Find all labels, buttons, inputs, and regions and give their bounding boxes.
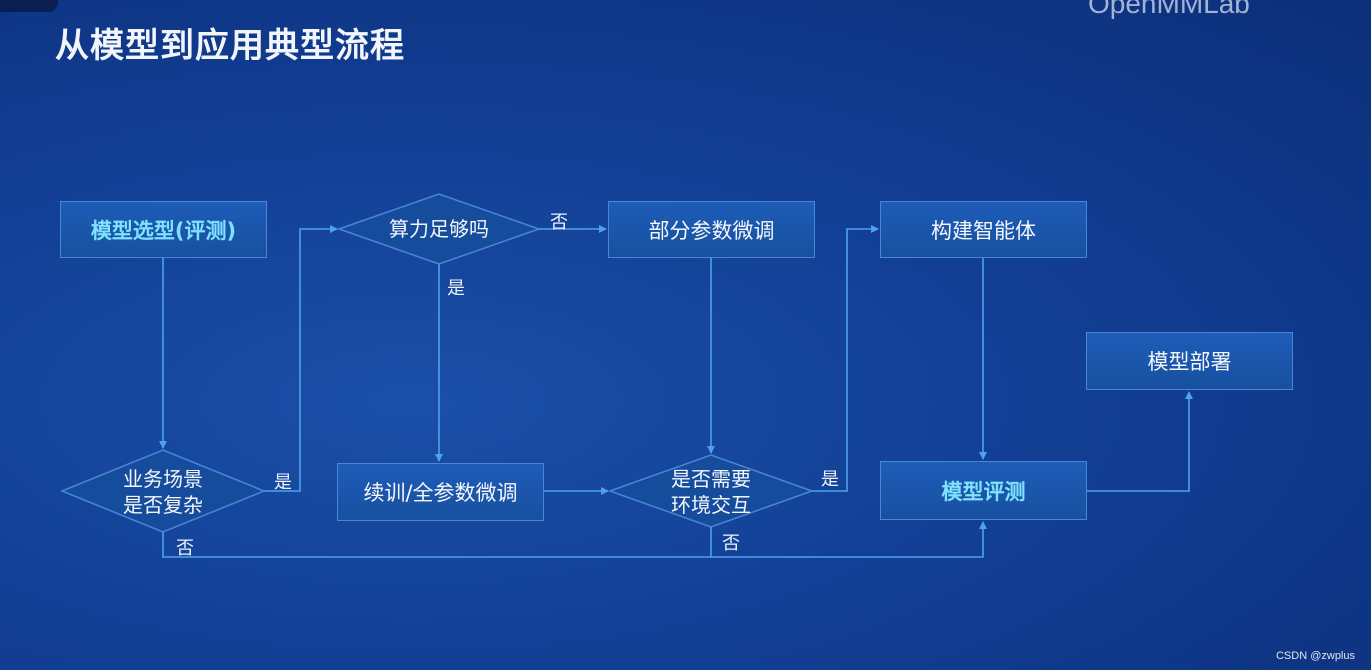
node-model-deploy: 模型部署 xyxy=(1086,332,1293,390)
diamond-business-line1: 业务场景 xyxy=(123,467,203,491)
diamond-business-line2: 是否复杂 xyxy=(123,493,203,517)
diamond-compute-label: 算力足够吗 xyxy=(359,214,519,244)
node-model-eval-label: 模型评测 xyxy=(941,479,1026,504)
node-model-eval: 模型评测 xyxy=(880,461,1087,520)
node-continue-train-label: 续训/全参数微调 xyxy=(363,481,518,505)
node-partial-finetune: 部分参数微调 xyxy=(608,201,815,258)
watermark: CSDN @zwplus xyxy=(1275,650,1355,662)
node-model-deploy-label: 模型部署 xyxy=(1147,350,1232,374)
node-build-agent-label: 构建智能体 xyxy=(931,218,1036,243)
node-continue-train: 续训/全参数微调 xyxy=(337,463,544,521)
diamond-env-label: 是否需要 环境交互 xyxy=(636,465,786,519)
brand-logo-text: OpenMMLab xyxy=(1088,0,1250,19)
edge-label-env-no: 否 xyxy=(722,533,740,554)
node-model-selection: 模型选型(评测) xyxy=(60,201,267,258)
node-partial-finetune-label: 部分参数微调 xyxy=(648,218,775,243)
arrow-eval-to-deploy xyxy=(1087,391,1193,492)
page-title: 从模型到应用典型流程 xyxy=(55,26,405,66)
node-model-selection-label: 模型选型(评测) xyxy=(90,218,237,243)
edge-label-compute-no: 否 xyxy=(550,212,568,233)
diamond-compute-text: 算力足够吗 xyxy=(389,217,489,241)
node-build-agent: 构建智能体 xyxy=(880,201,1087,258)
edge-label-business-yes: 是 xyxy=(274,472,292,493)
arrow-business-yes xyxy=(264,225,338,492)
diamond-business-label: 业务场景 是否复杂 xyxy=(88,465,238,519)
corner-tab xyxy=(0,0,58,12)
arrow-business-no xyxy=(162,521,987,558)
edge-label-env-yes: 是 xyxy=(821,469,839,490)
arrow-env-yes xyxy=(812,225,879,492)
edge-label-compute-yes: 是 xyxy=(447,278,465,299)
diamond-env-line2: 环境交互 xyxy=(671,493,751,517)
diamond-env-line1: 是否需要 xyxy=(671,467,751,491)
edge-label-business-no: 否 xyxy=(176,538,194,559)
